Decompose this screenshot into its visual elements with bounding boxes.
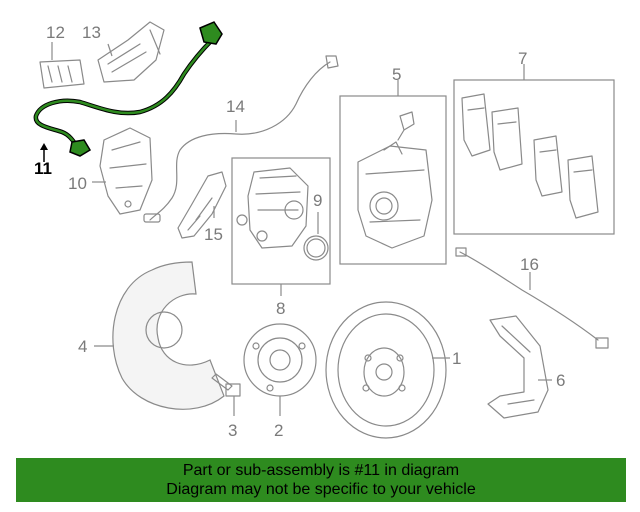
part-4-backing-plate: [94, 261, 225, 410]
callout-14: 14: [226, 97, 245, 116]
part-5-caliper: [339, 80, 447, 265]
callout-2: 2: [274, 421, 283, 440]
part-2-wheel-hub: [243, 323, 317, 416]
part-11-speed-sensor-cable: [33, 21, 223, 162]
callout-10: 10: [68, 174, 87, 193]
callout-8: 8: [276, 299, 285, 318]
part-6-caliper-support: [487, 315, 552, 419]
callout-6: 6: [556, 371, 565, 390]
part-15-bracket: [177, 171, 227, 239]
callout-3: 3: [228, 421, 237, 440]
banner-line-1: Part or sub-assembly is #11 in diagram: [182, 462, 460, 479]
callout-11: 11: [34, 159, 52, 178]
part-info-banner: Part or sub-assembly is #11 in diagram D…: [16, 458, 626, 502]
callout-16: 16: [520, 255, 539, 274]
callout-15: 15: [204, 225, 223, 244]
part-16-brake-hose: [455, 247, 609, 349]
callout-4: 4: [78, 337, 87, 356]
part-14-wear-sensor-cable: [143, 55, 339, 223]
callout-12: 12: [46, 23, 65, 42]
part-12-bracket: [39, 42, 85, 89]
part-10-splash-cover: [92, 127, 153, 215]
callout-9: 9: [313, 191, 322, 210]
parts-diagram: 12 13 11 10 14 15 9 8 5 7 16 4 3 2 1 6: [33, 21, 615, 440]
part-1-brake-disc: [325, 301, 450, 439]
part-3-bolt: [211, 373, 241, 416]
banner-line-2: Diagram may not be specific to your vehi…: [166, 481, 476, 498]
part-13-bracket: [97, 21, 165, 83]
callout-5: 5: [392, 65, 401, 84]
callout-13: 13: [82, 23, 101, 42]
callout-1: 1: [452, 349, 461, 368]
callout-7: 7: [518, 49, 527, 68]
part-8-caliper-assembly: [231, 157, 331, 296]
part-7-brake-pads: [453, 64, 615, 235]
